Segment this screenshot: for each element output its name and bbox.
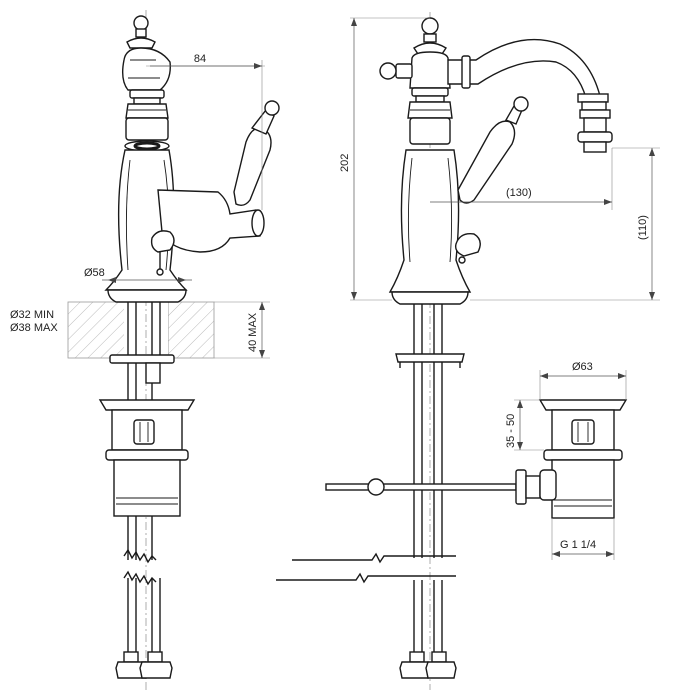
finial-side	[126, 15, 156, 49]
base-front	[391, 291, 469, 305]
dim-hole-max: Ø38 MAX	[10, 322, 58, 334]
dim-deck-thickness: 40 MAX	[247, 312, 259, 352]
dim-waste-diameter: Ø63	[572, 361, 593, 373]
stems-side	[109, 302, 175, 679]
dim-spout-height: (110)	[637, 215, 649, 240]
waste-side	[98, 399, 196, 517]
popup-rod-front	[325, 469, 541, 505]
finial-front	[413, 17, 447, 55]
base-side	[107, 289, 187, 303]
lever-handle-front	[457, 96, 529, 204]
spout-front	[447, 38, 613, 153]
dim-hole-min: Ø32 MIN	[10, 309, 54, 321]
dim-spout-reach: 84	[194, 53, 206, 65]
cap-front	[379, 51, 453, 145]
side-dimensions: 84 Ø58 Ø32 MIN Ø38 MAX 40 MAX	[10, 53, 270, 359]
cap-body-side	[121, 47, 171, 141]
front-view	[276, 12, 628, 690]
waste-front	[538, 399, 628, 519]
front-dimensions: 202 (130) (110) Ø63 35 - 50 G 1 1/4	[339, 17, 660, 560]
popup-knob-front	[454, 233, 481, 264]
dim-total-height: 202	[339, 154, 351, 172]
popup-knob-side	[150, 230, 175, 276]
dim-waste-height: 35 - 50	[505, 414, 517, 448]
dim-base-diameter: Ø58	[84, 267, 105, 279]
dim-waste-thread: G 1 1/4	[560, 539, 596, 551]
body-front	[388, 149, 472, 293]
dim-spout-projection: (130)	[506, 187, 532, 199]
countertop-section-right	[167, 301, 215, 359]
lever-handle-side	[233, 100, 280, 207]
stems-front	[276, 304, 465, 679]
side-view	[67, 10, 280, 690]
